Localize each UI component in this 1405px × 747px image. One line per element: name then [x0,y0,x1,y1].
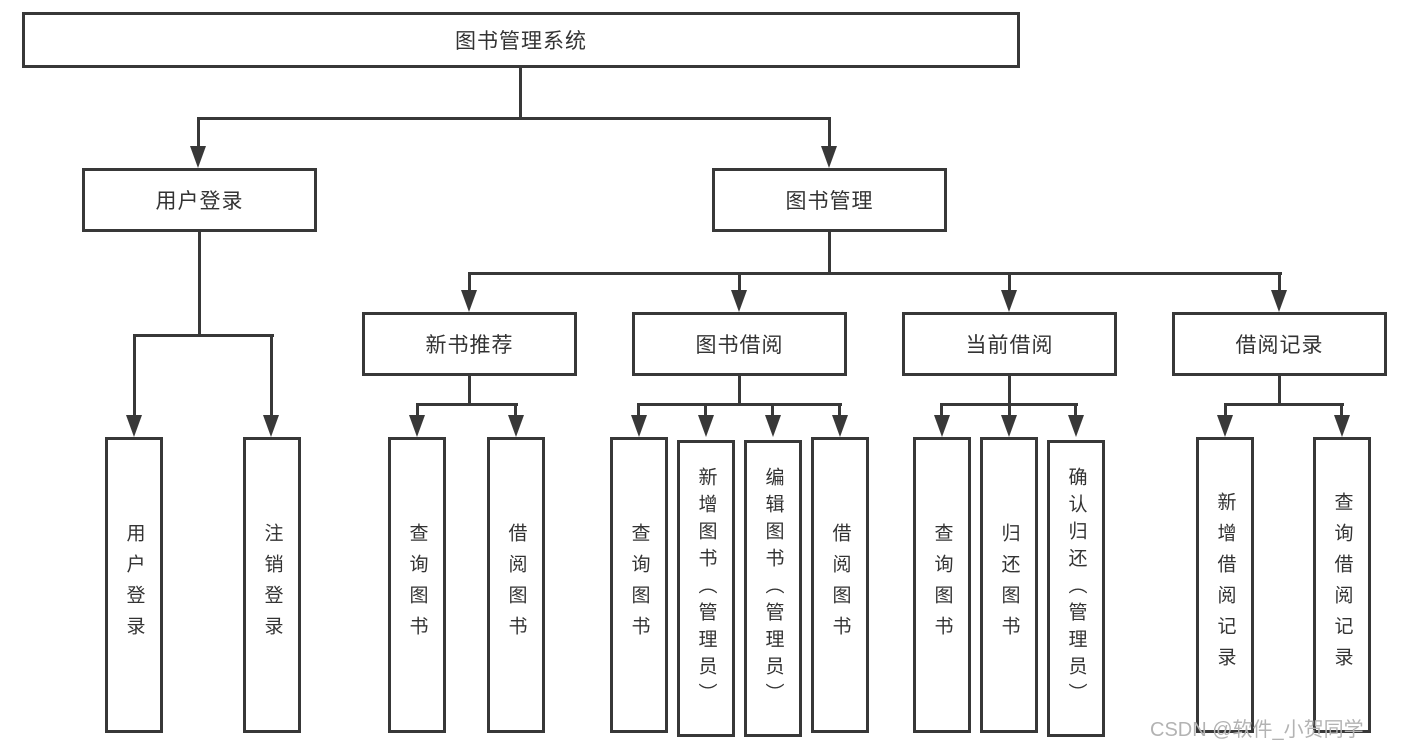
connector-to-borrowing-records-stem [1278,272,1281,292]
node-borrowing-records-label: 借阅记录 [1235,334,1324,357]
node-new-book-recommend-label: 新书推荐 [425,334,514,357]
node-current-borrowing: 当前借阅 [902,312,1117,376]
leaf-user-login: 用户登录 [105,437,163,733]
arrowhead-leaf [698,415,714,437]
connector-user-login-stem [198,232,201,336]
connector-leaf-stem [1008,403,1011,417]
arrowhead-to-new-book [461,290,477,312]
arrowhead-to-borrowing-records [1271,290,1287,312]
connector-to-book-management-stem [828,117,831,149]
arrowhead-to-logout-leaf [263,415,279,437]
node-book-borrowing-label: 图书借阅 [695,334,784,357]
arrowhead-leaf [409,415,425,437]
arrowhead-to-book-management [821,146,837,168]
node-user-login: 用户登录 [82,168,317,232]
leaf-query-borrow-record-label: 查询借阅记录 [1331,492,1353,678]
arrowhead-to-book-borrowing [731,290,747,312]
connector-leaf-stem [771,403,774,417]
node-book-borrowing: 图书借阅 [632,312,847,376]
connector-leaf-stem [514,403,517,417]
leaf-add-borrow-record-label: 新增借阅记录 [1214,492,1236,678]
connector-leaf-stem [1224,403,1227,417]
leaf-return-books-label: 归还图书 [998,523,1020,647]
leaf-edit-books-admin-label: 编辑图书（管理员） [762,467,784,710]
arrowhead-leaf [765,415,781,437]
connector-borrowing-records-stem2 [1278,376,1281,405]
connector-book-borrowing-stem2 [738,376,741,405]
arrowhead-leaf [1334,415,1350,437]
connector-new-book-stem [468,376,471,405]
arrowhead-to-user-login [190,146,206,168]
connector-leaf-stem [940,403,943,417]
csdn-watermark: CSDN @软件_小贺同学 [1150,719,1364,741]
connector-leaf-stem [838,403,841,417]
leaf-user-login-label: 用户登录 [123,523,145,647]
node-user-login-label: 用户登录 [155,190,244,213]
arrowhead-leaf [832,415,848,437]
leaf-return-books: 归还图书 [980,437,1038,733]
connector-to-book-borrowing-stem [738,272,741,292]
connector-book-management-stem [828,232,831,274]
connector-to-user-login-stem [197,117,200,149]
node-new-book-recommend: 新书推荐 [362,312,577,376]
node-book-management-label: 图书管理 [785,190,874,213]
leaf-confirm-return-admin-label: 确认归还（管理员） [1065,467,1087,710]
connector-leaf-stem [637,403,640,417]
leaf-add-borrow-record: 新增借阅记录 [1196,437,1254,733]
leaf-query-books-recommend: 查询图书 [388,437,446,733]
arrowhead-leaf [1217,415,1233,437]
connector-leaf-stem [1074,403,1077,417]
leaf-add-books-admin: 新增图书（管理员） [677,440,735,737]
connector-user-login-crossbar [133,334,274,337]
leaf-borrow-books: 借阅图书 [811,437,869,733]
arrowhead-leaf [631,415,647,437]
connector-current-borrowing-stem2 [1008,376,1011,405]
node-root: 图书管理系统 [22,12,1020,68]
connector-level3-crossbar [468,272,1282,275]
leaf-query-books-borrowing-label: 查询图书 [628,523,650,647]
connector-to-new-book-stem [468,272,471,292]
arrowhead-leaf [1001,415,1017,437]
leaf-logout-label: 注销登录 [261,523,283,647]
node-book-management: 图书管理 [712,168,947,232]
leaf-borrow-books-label: 借阅图书 [829,523,851,647]
connector-root-crossbar [197,117,831,120]
connector-root-stem [519,68,522,119]
leaf-edit-books-admin: 编辑图书（管理员） [744,440,802,737]
connector-book-borrowing-crossbar [637,403,842,406]
connector-leaf-stem [416,403,419,417]
connector-leaf-stem [704,403,707,417]
node-root-label: 图书管理系统 [455,30,587,53]
connector-to-logout-leaf-stem [270,334,273,417]
connector-leaf-stem [1340,403,1343,417]
arrowhead-to-current-borrowing [1001,290,1017,312]
connector-borrowing-records-crossbar [1224,403,1344,406]
arrowhead-leaf [508,415,524,437]
leaf-add-books-admin-label: 新增图书（管理员） [695,467,717,710]
node-current-borrowing-label: 当前借阅 [965,334,1054,357]
arrowhead-to-login-leaf [126,415,142,437]
leaf-query-books-recommend-label: 查询图书 [406,523,428,647]
leaf-query-books-current-label: 查询图书 [931,523,953,647]
leaf-borrow-books-recommend: 借阅图书 [487,437,545,733]
node-borrowing-records: 借阅记录 [1172,312,1387,376]
connector-new-book-crossbar [416,403,518,406]
leaf-confirm-return-admin: 确认归还（管理员） [1047,440,1105,737]
leaf-borrow-books-recommend-label: 借阅图书 [505,523,527,647]
leaf-logout: 注销登录 [243,437,301,733]
connector-to-login-leaf-stem [133,334,136,417]
arrowhead-leaf [1068,415,1084,437]
arrowhead-leaf [934,415,950,437]
connector-to-current-borrowing-stem [1008,272,1011,292]
leaf-query-books-borrowing: 查询图书 [610,437,668,733]
leaf-query-books-current: 查询图书 [913,437,971,733]
leaf-query-borrow-record: 查询借阅记录 [1313,437,1371,733]
